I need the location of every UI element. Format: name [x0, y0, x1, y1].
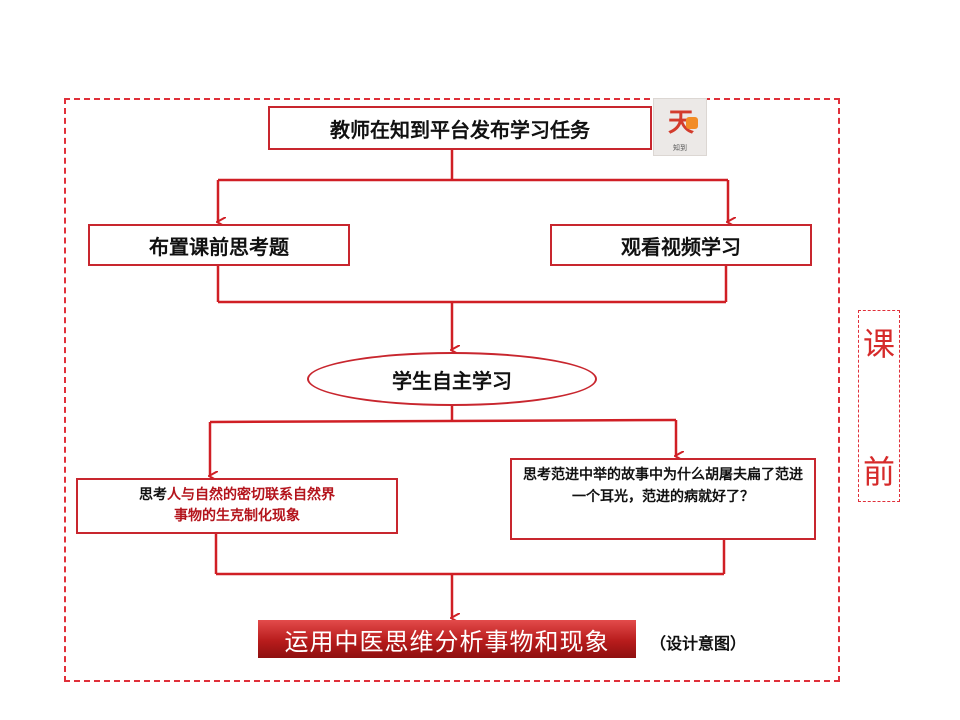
node-question-fanjin: 思考范进中举的故事中为什么胡屠夫扁了范进一个耳光，范进的病就好了？ — [510, 458, 816, 540]
side-label-box: 课 前 — [858, 310, 900, 502]
result-banner: 运用中医思维分析事物和现象 — [258, 620, 636, 658]
node-teacher-task: 教师在知到平台发布学习任务 — [268, 106, 652, 150]
node-watch-video-label: 观看视频学习 — [621, 234, 741, 259]
zhidao-app-icon: 天 知到 — [653, 98, 707, 156]
zhidao-logo-icon: 天 — [662, 107, 700, 139]
node-question-nature: 思考人与自然的密切联系自然界 事物的生克制化现象 — [76, 478, 398, 534]
q1-prefix: 思考 — [139, 487, 167, 503]
node-watch-video: 观看视频学习 — [550, 224, 812, 266]
node-question-fanjin-label: 思考范进中举的故事中为什么胡屠夫扁了范进一个耳光，范进的病就好了？ — [523, 467, 803, 505]
node-self-study: 学生自主学习 — [307, 352, 597, 406]
node-assign-questions-label: 布置课前思考题 — [149, 234, 289, 259]
node-assign-questions: 布置课前思考题 — [88, 224, 350, 266]
node-self-study-label: 学生自主学习 — [392, 368, 512, 393]
q1-highlight-line2: 事物的生克制化现象 — [174, 508, 300, 524]
connector-split-2 — [209, 418, 677, 424]
side-label-char-2: 前 — [862, 453, 895, 491]
side-label-char-1: 课 — [862, 325, 895, 363]
q1-highlight: 人与自然的密切联系自然界 — [167, 487, 335, 503]
node-teacher-task-label: 教师在知到平台发布学习任务 — [330, 117, 590, 142]
result-banner-label: 运用中医思维分析事物和现象 — [284, 627, 610, 656]
zhidao-app-label: 知到 — [673, 144, 687, 152]
design-intent-note: （设计意图） — [650, 634, 747, 653]
diagram-frame — [64, 98, 840, 682]
